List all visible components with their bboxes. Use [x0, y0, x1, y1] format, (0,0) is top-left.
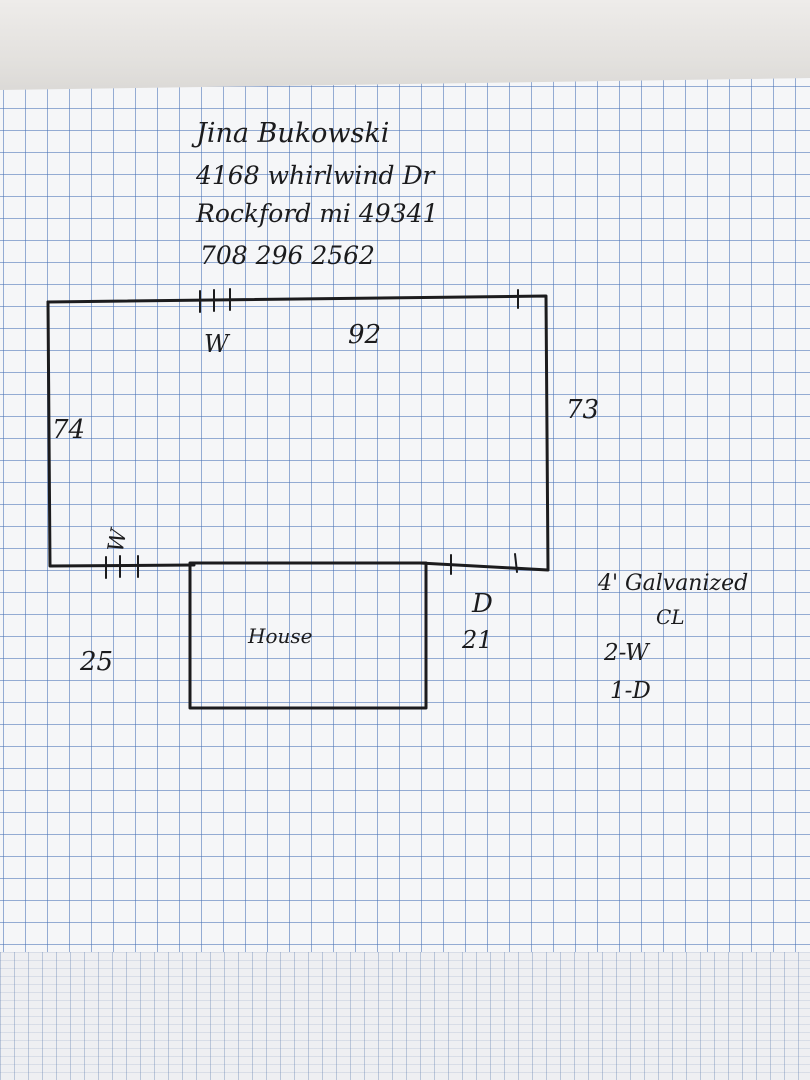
- drive-gates-count: 1-D: [610, 678, 651, 704]
- customer-street: 4168 whirlwind Dr: [195, 161, 437, 190]
- left-length-label: 74: [52, 415, 85, 445]
- gate-ticks: [105, 288, 519, 579]
- underlying-page-edge: [0, 952, 810, 1080]
- customer-note: Jina Bukowski 4168 whirlwind Dr Rockford…: [191, 118, 438, 270]
- top-length-label: 92: [348, 320, 381, 350]
- right-length-label: 73: [566, 395, 599, 425]
- top-gate-label: W: [204, 330, 231, 358]
- door-gate-label: D: [471, 589, 493, 619]
- fence-type-line2: CL: [656, 605, 685, 629]
- customer-name: Jina Bukowski: [191, 118, 389, 149]
- house-outline: [188, 561, 428, 710]
- yard-perimeter-left: [46, 300, 196, 568]
- bottom-right-length-label: 21: [461, 626, 493, 654]
- gate-tick: [514, 553, 518, 573]
- customer-city: Rockford mi 49341: [195, 199, 438, 228]
- yard-outline: [46, 294, 550, 572]
- customer-phone: 708 296 2562: [200, 241, 375, 270]
- fence-type-line1: 4' Galvanized: [597, 571, 748, 596]
- bottom-gate-label: W: [104, 525, 133, 554]
- bottom-left-length-label: 25: [79, 647, 113, 677]
- materials-note: 4' Galvanized CL 2-W 1-D: [597, 571, 748, 704]
- yard-perimeter-upper: [46, 294, 550, 572]
- house-label: House: [247, 624, 312, 648]
- graph-paper-sheet: [0, 78, 810, 1080]
- walk-gates-count: 2-W: [603, 640, 651, 666]
